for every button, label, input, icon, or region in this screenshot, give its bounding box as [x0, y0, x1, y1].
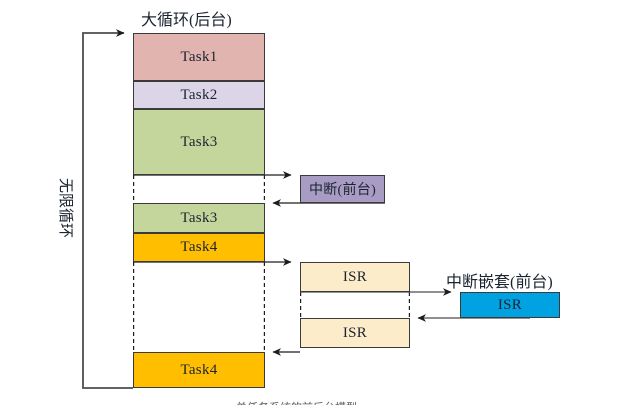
block-label: ISR — [342, 268, 368, 285]
caption-partial: 单任务系统的前后台模型 — [236, 399, 456, 405]
block-task3-resumed: Task3 — [133, 203, 265, 233]
label-infinite-loop: 无限循环 — [57, 178, 73, 239]
block-isr-first: ISR — [300, 262, 410, 292]
block-label: Task3 — [180, 133, 218, 150]
block-label: Task4 — [180, 239, 218, 255]
column-lifelines — [133, 175, 265, 352]
title-nested-interrupt: 中断嵌套(前台) — [446, 274, 553, 291]
title-background-loop: 大循环(后台) — [141, 12, 232, 29]
block-task2: Task2 — [133, 81, 265, 109]
block-label: ISR — [342, 324, 368, 341]
block-label: Task1 — [180, 48, 218, 65]
block-task4-resumed: Task4 — [133, 352, 265, 388]
block-task4: Task4 — [133, 233, 265, 262]
block-isr-nested: ISR — [460, 292, 560, 318]
block-isr-second: ISR — [300, 318, 410, 348]
block-label: 中断(前台) — [308, 183, 377, 198]
block-label: Task2 — [180, 86, 218, 103]
infinite-loop-bracket — [82, 29, 133, 389]
block-label: ISR — [497, 296, 523, 313]
block-interrupt-foreground: 中断(前台) — [300, 175, 385, 203]
block-task3: Task3 — [133, 109, 265, 175]
block-label: Task3 — [180, 209, 218, 226]
block-label: Task4 — [180, 361, 218, 378]
isr-lifelines — [300, 292, 410, 318]
block-task1: Task1 — [133, 33, 265, 81]
